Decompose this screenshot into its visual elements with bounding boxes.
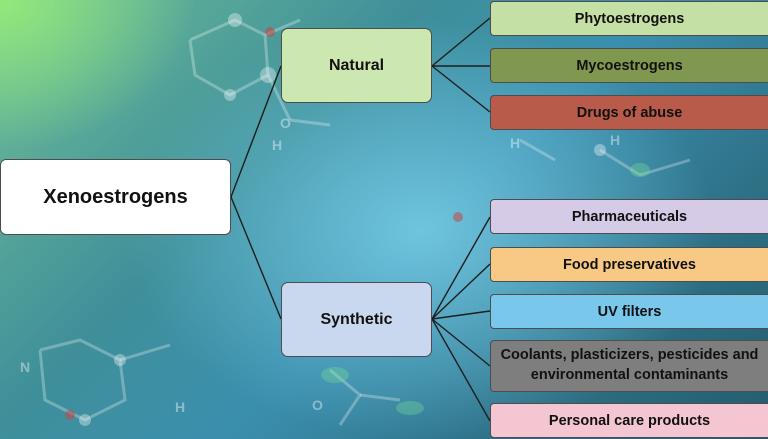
leaf-node-phytoestrogens: Phytoestrogens	[490, 1, 768, 36]
molecule-letter: H	[610, 132, 620, 148]
branch-node-label: Natural	[328, 56, 385, 74]
molecule-letter: N	[20, 359, 30, 375]
leaf-node-pharmaceuticals: Pharmaceuticals	[490, 199, 768, 234]
molecule-letter: H	[175, 399, 185, 415]
branch-node-natural: Natural	[281, 28, 432, 103]
leaf-node-uv-filters: UV filters	[490, 294, 768, 329]
branch-node-label: Synthetic	[320, 310, 393, 328]
leaf-node-label: Personal care products	[548, 412, 711, 429]
connector-root-natural	[230, 65, 282, 198]
leaf-node-label: Coolants, plasticizers, pesticides and e…	[500, 347, 759, 383]
connector-synthetic-personal-care	[431, 318, 491, 422]
leaf-node-label: Mycoestrogens	[576, 57, 683, 74]
connector-synthetic-uv	[431, 310, 491, 320]
leaf-node-label: UV filters	[597, 303, 662, 320]
molecule-letter: H	[510, 135, 520, 151]
leaf-node-personal-care-products: Personal care products	[490, 403, 768, 438]
molecule-letter: O	[280, 115, 291, 131]
molecule-letter: O	[312, 397, 323, 413]
connector-natural-drugs	[431, 65, 491, 113]
leaf-node-label: Food preservatives	[563, 256, 696, 273]
branch-node-synthetic: Synthetic	[281, 282, 432, 357]
leaf-node-drugs-of-abuse: Drugs of abuse	[490, 95, 768, 130]
leaf-node-mycoestrogens: Mycoestrogens	[490, 48, 768, 83]
leaf-node-label: Phytoestrogens	[574, 10, 685, 27]
connector-synthetic-food	[431, 263, 491, 320]
leaf-node-label: Pharmaceuticals	[571, 208, 688, 225]
leaf-node-label: Drugs of abuse	[576, 104, 683, 121]
leaf-node-food-preservatives: Food preservatives	[490, 247, 768, 282]
root-node-label: Xenoestrogens	[43, 185, 188, 208]
connector-synthetic-pharmaceuticals	[431, 216, 491, 320]
leaf-node-coolants-plasticizers: Coolants, plasticizers, pesticides and e…	[490, 340, 768, 392]
root-node-xenoestrogens: Xenoestrogens	[0, 159, 231, 235]
connector-natural-phytoestrogens	[431, 17, 491, 67]
molecule-letter: H	[272, 137, 282, 153]
connector-synthetic-coolants	[431, 318, 491, 367]
connector-root-synthetic	[230, 196, 282, 320]
